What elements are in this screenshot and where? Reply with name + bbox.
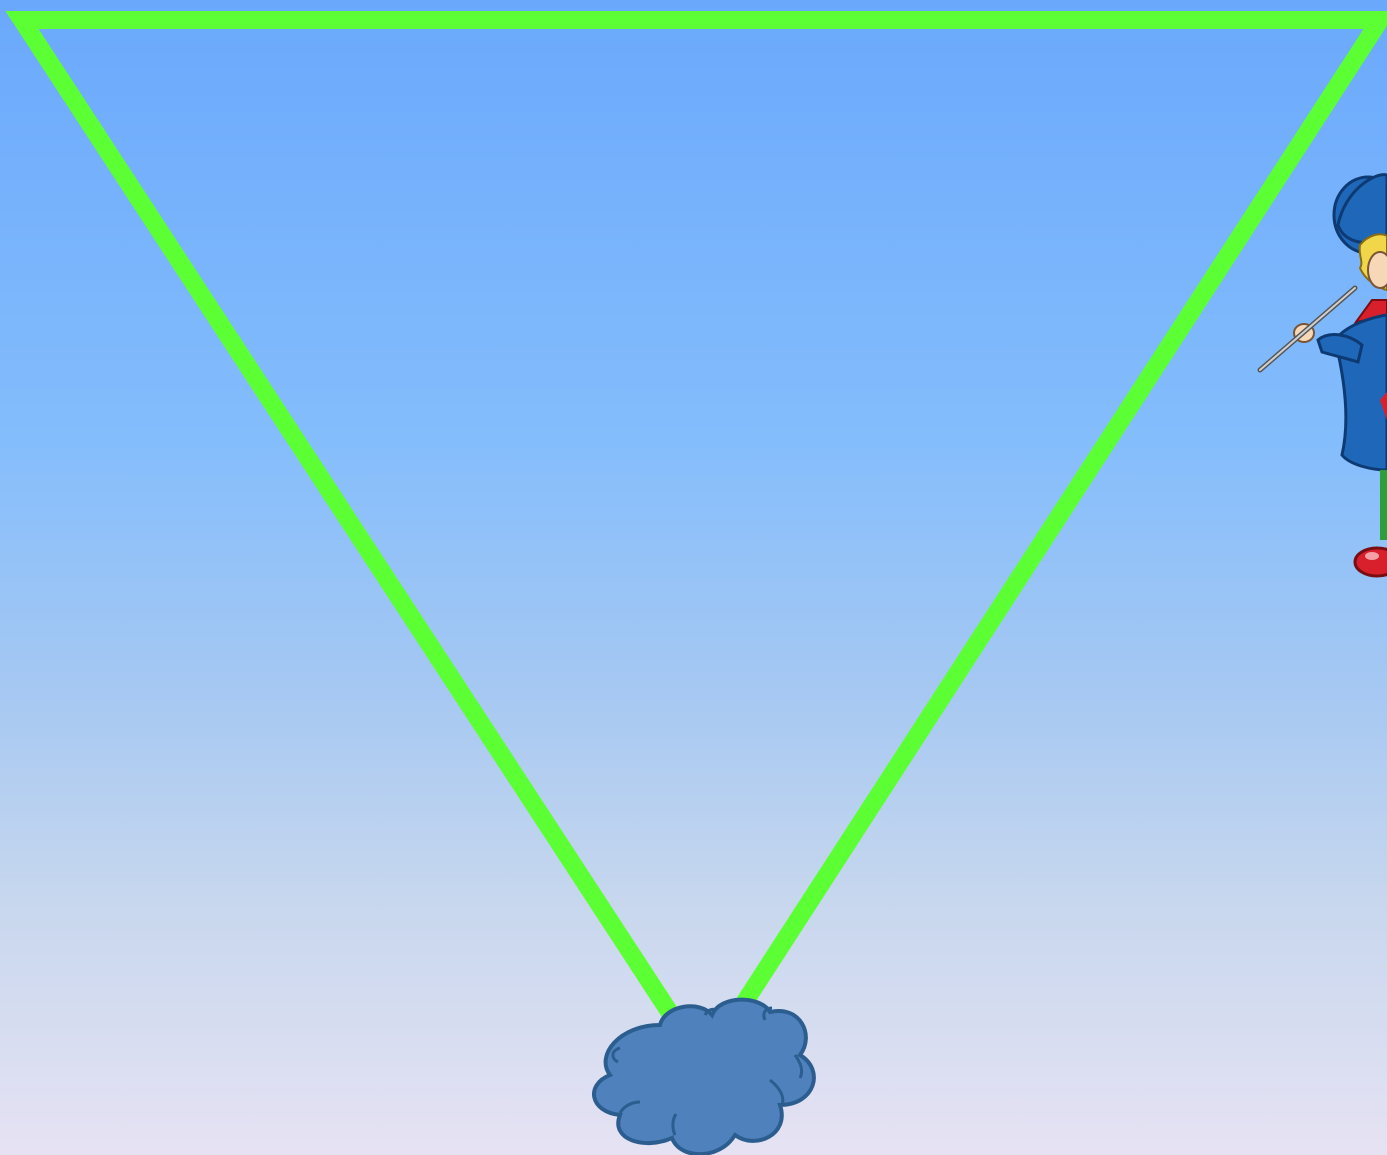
musician-character-icon xyxy=(1260,175,1387,576)
cloud-shape[interactable] xyxy=(594,1000,814,1155)
inverted-triangle-shape[interactable] xyxy=(22,20,1380,1065)
